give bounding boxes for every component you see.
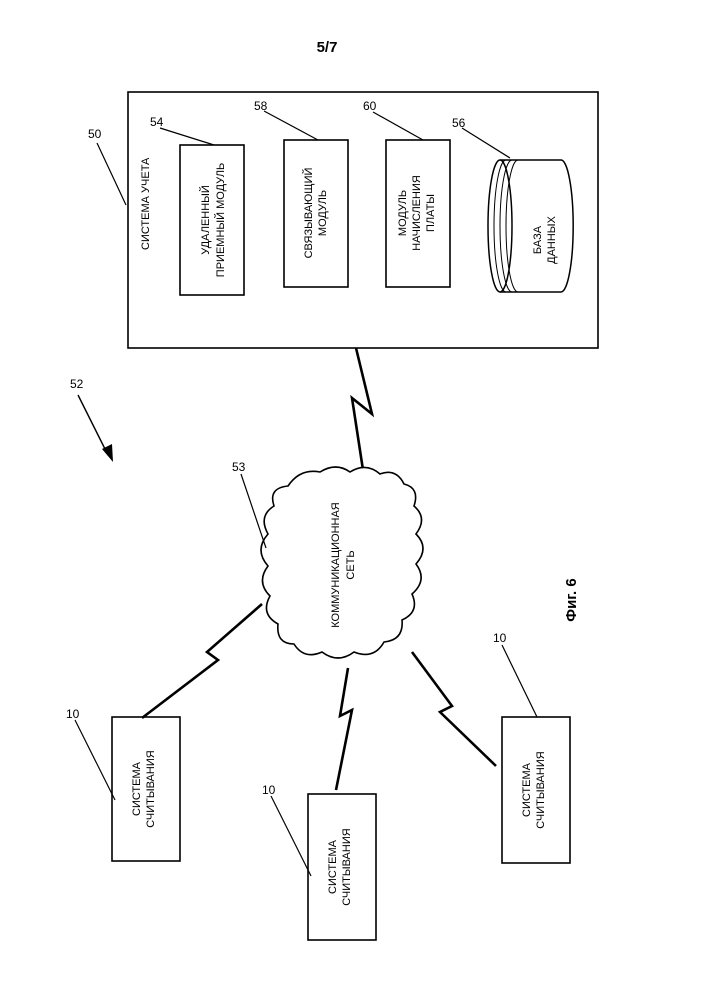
reader-3-line1: СИСТЕМА xyxy=(521,762,533,817)
reader-2-line1: СИСТЕМА xyxy=(327,839,339,894)
reader-system-3: СИСТЕМА СЧИТЫВАНИЯ 10 xyxy=(493,631,570,863)
module-60-line2: НАЧИСЛЕНИЯ xyxy=(411,175,423,251)
figure-caption: Фиг. 6 xyxy=(563,578,580,621)
reader-system-1: СИСТЕМА СЧИТЫВАНИЯ 10 xyxy=(66,707,180,861)
leader-10-c xyxy=(502,645,537,717)
reader-1-line1: СИСТЕМА xyxy=(131,761,143,816)
module-linking: СВЯЗЫВАЮЩИЙ МОДУЛЬ 58 xyxy=(254,99,348,287)
accounting-system-box xyxy=(128,92,598,348)
module-58-ref: 58 xyxy=(254,99,268,113)
accounting-system-title: СИСТЕМА УЧЕТА xyxy=(140,157,152,250)
leader-56 xyxy=(462,128,510,158)
reader-1-ref: 10 xyxy=(66,707,80,721)
module-54-ref: 54 xyxy=(150,115,164,129)
module-fee-calculation: МОДУЛЬ НАЧИСЛЕНИЯ ПЛАТЫ 60 xyxy=(363,99,450,287)
reader-system-2: СИСТЕМА СЧИТЫВАНИЯ 10 xyxy=(262,783,376,940)
database-ref: 56 xyxy=(452,116,466,130)
leader-10-b xyxy=(271,796,311,876)
link-network-reader-3 xyxy=(412,652,496,766)
accounting-system-ref: 50 xyxy=(88,127,102,141)
module-58-line2: МОДУЛЬ xyxy=(317,190,329,236)
link-network-reader-1 xyxy=(142,604,262,718)
module-60-line3: ПЛАТЫ xyxy=(425,194,437,232)
leader-58 xyxy=(264,111,318,140)
reader-3-line2: СЧИТЫВАНИЯ xyxy=(535,751,547,828)
reader-2-ref: 10 xyxy=(262,783,276,797)
page-number: 5/7 xyxy=(317,39,338,56)
communication-network: КОММУНИКАЦИОННАЯ СЕТЬ 53 xyxy=(232,460,423,658)
network-line1: КОММУНИКАЦИОННАЯ xyxy=(330,502,342,628)
link-accounting-network xyxy=(352,348,372,470)
reader-1-line2: СЧИТЫВАНИЯ xyxy=(145,750,157,827)
leader-53 xyxy=(241,474,266,548)
link-network-reader-2 xyxy=(336,668,352,790)
module-54-line2: ПРИЕМНЫЙ МОДУЛЬ xyxy=(214,163,227,277)
accounting-system: СИСТЕМА УЧЕТА 50 УДАЛЕННЫЙ ПРИЕМНЫЙ МОДУ… xyxy=(88,92,598,348)
reader-3-ref: 10 xyxy=(493,631,507,645)
module-60-ref: 60 xyxy=(363,99,377,113)
module-58-line1: СВЯЗЫВАЮЩИЙ xyxy=(302,168,315,259)
leader-60 xyxy=(373,112,423,140)
database-line2: ДАННЫХ xyxy=(546,215,558,263)
database: БАЗА ДАННЫХ 56 xyxy=(452,116,573,292)
leader-50 xyxy=(97,143,126,205)
module-54-box xyxy=(180,145,244,295)
module-58-box xyxy=(284,140,348,287)
module-60-line1: МОДУЛЬ xyxy=(397,190,409,236)
reader-2-line2: СЧИТЫВАНИЯ xyxy=(341,828,353,905)
module-54-line1: УДАЛЕННЫЙ xyxy=(199,185,212,255)
network-cloud xyxy=(261,467,423,658)
module-remote-receiver: УДАЛЕННЫЙ ПРИЕМНЫЙ МОДУЛЬ 54 xyxy=(150,115,244,295)
overall-ref-arrow-line xyxy=(78,395,108,455)
network-ref: 53 xyxy=(232,460,246,474)
leader-54 xyxy=(160,128,214,145)
overall-ref: 52 xyxy=(70,377,84,391)
network-line2: СЕТЬ xyxy=(345,550,357,579)
database-line1: БАЗА xyxy=(532,225,544,254)
leader-10-a xyxy=(75,720,115,800)
